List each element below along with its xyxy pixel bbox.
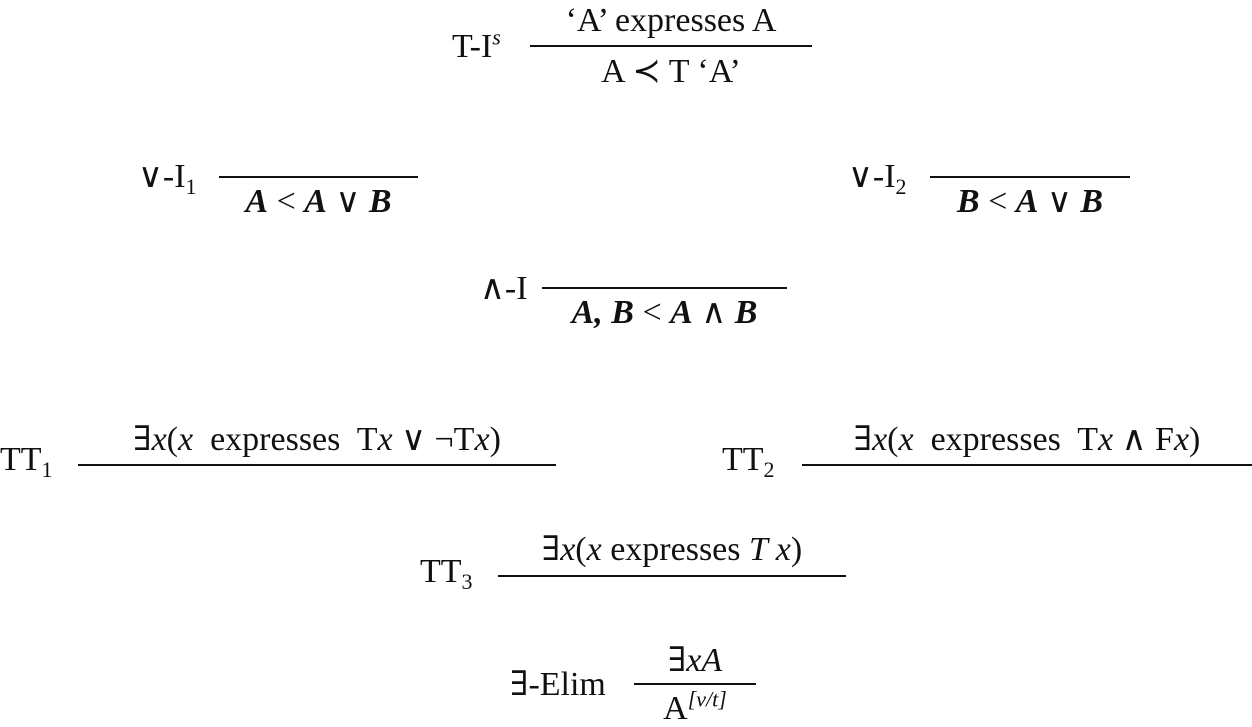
conclusion: A < A ∨ B xyxy=(245,183,392,220)
inference-line xyxy=(802,464,1252,466)
conclusion: B < A ∨ B xyxy=(956,183,1104,220)
conclusion: A ≺ T ‘A’ xyxy=(601,53,741,90)
inference-line xyxy=(530,45,812,47)
conclusion: A[v/t] xyxy=(663,686,727,727)
inference-line xyxy=(634,683,756,685)
premise: ∃x(x expresses Tx ∧ Fx) xyxy=(853,421,1201,458)
rule-name: ∨-I1 xyxy=(138,158,197,199)
inference-line xyxy=(542,287,787,289)
rule-name: TT2 xyxy=(722,441,775,482)
premise: ∃x(x expresses T x) xyxy=(541,531,803,568)
rule-name: ∃-Elim xyxy=(510,666,606,703)
premise: ∃x(x expresses Tx ∨ ¬Tx) xyxy=(133,421,501,458)
conclusion: A, B < A ∧ B xyxy=(571,294,758,331)
rule-name: TT3 xyxy=(420,553,473,594)
premise: ‘A’ expresses A xyxy=(565,2,777,39)
rule-name: TT1 xyxy=(0,441,53,482)
inference-line xyxy=(78,464,556,466)
inference-line xyxy=(498,575,846,577)
rule-name: ∨-I2 xyxy=(848,158,907,199)
premise: ∃xA xyxy=(667,642,723,679)
inference-line xyxy=(219,176,418,178)
inference-line xyxy=(930,176,1130,178)
rule-name: T-Is xyxy=(452,24,501,65)
rule-name: ∧-I xyxy=(480,270,528,307)
